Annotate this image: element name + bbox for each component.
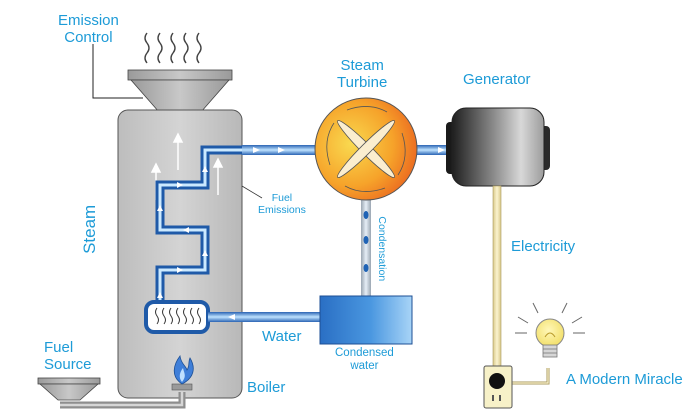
water-label: Water	[262, 328, 302, 345]
fuel-source-hopper	[37, 377, 101, 401]
heat-exchanger	[144, 300, 210, 334]
fuel-emissions-leader-line	[241, 185, 263, 199]
light-bulb-icon	[515, 302, 585, 358]
generator-label: Generator	[463, 71, 531, 88]
condensation-pipe	[361, 200, 371, 298]
condensed-water-label: Condensed water	[335, 347, 394, 372]
fuel-emissions-label: Fuel Emissions	[258, 192, 306, 216]
generator	[446, 107, 550, 187]
steam-turbine	[314, 97, 418, 201]
fuel-source-label: Fuel Source	[44, 339, 92, 373]
fuel-feed-pipe	[60, 383, 193, 409]
emission-control-hopper	[127, 69, 233, 113]
boiler-steam-pipe	[155, 145, 320, 305]
condensed-water-tank	[319, 295, 413, 345]
water-return-pipe	[208, 312, 320, 322]
boiler-label: Boiler	[247, 379, 286, 396]
smoke-icon	[144, 32, 202, 64]
a-modern-miracle-label: A Modern Miracle	[566, 371, 683, 388]
electricity-wire	[492, 185, 550, 385]
electricity-label: Electricity	[511, 238, 576, 255]
steam-turbine-label: Steam Turbine	[337, 57, 388, 91]
flame-icon	[173, 354, 194, 385]
steam-label: Steam	[80, 204, 100, 254]
condensation-label: Condensation	[376, 216, 389, 282]
outlet-icon	[483, 365, 513, 409]
emission-control-label: Emission Control	[58, 12, 119, 46]
emission-control-leader-line	[92, 44, 143, 99]
